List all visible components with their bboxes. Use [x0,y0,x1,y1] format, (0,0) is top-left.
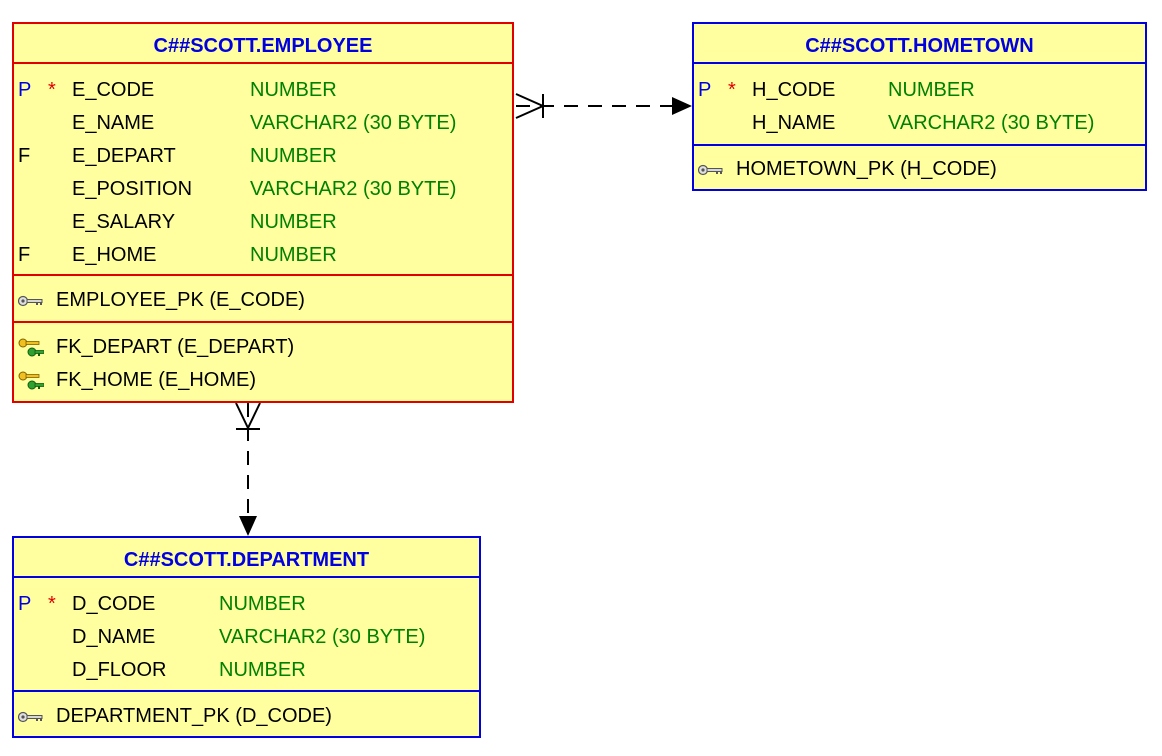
column-name: D_CODE [72,593,156,615]
column-type: VARCHAR2 (30 BYTE) [250,112,457,134]
column-row[interactable]: H_NAME VARCHAR2 (30 BYTE) [694,107,1145,140]
column-type: NUMBER [250,79,337,101]
primary-key-icon [698,164,723,176]
primary-key-label: DEPARTMENT_PK (D_CODE) [56,705,332,727]
column-name: H_NAME [752,112,836,134]
entity-department[interactable]: C##SCOTT.DEPARTMENT P * D_CODE NUMBER D_… [12,536,481,738]
columns-section: P * H_CODE NUMBER H_NAME VARCHAR2 (30 BY… [694,64,1145,146]
column-row[interactable]: D_NAME VARCHAR2 (30 BYTE) [14,621,479,654]
entity-hometown[interactable]: C##SCOTT.HOMETOWN P * H_CODE NUMBER H_NA… [692,22,1147,191]
column-row[interactable]: D_FLOOR NUMBER [14,654,479,687]
primary-key-label: EMPLOYEE_PK (E_CODE) [56,289,305,311]
primary-keys-section: DEPARTMENT_PK (D_CODE) [14,692,479,738]
relationship-employee-department [235,402,261,536]
column-row[interactable]: P * E_CODE NUMBER [14,74,512,107]
required-marker: * [48,79,56,101]
foreign-key-label: FK_HOME (E_HOME) [56,369,257,391]
primary-flag: P [18,79,32,101]
column-type: VARCHAR2 (30 BYTE) [888,112,1095,134]
column-row[interactable]: F E_HOME NUMBER [14,239,512,272]
columns-section: P * D_CODE NUMBER D_NAME VARCHAR2 (30 BY… [14,578,479,692]
primary-keys-section: HOMETOWN_PK (H_CODE) [694,146,1145,190]
column-name: E_SALARY [72,211,176,233]
column-type: NUMBER [219,659,306,681]
foreign-flag: F [18,244,31,266]
entity-employee[interactable]: C##SCOTT.EMPLOYEE P * E_CODE NUMBER E_NA… [12,22,514,403]
arrow-head-icon [239,516,257,536]
column-name: E_NAME [72,112,155,134]
foreign-flag: F [18,145,31,167]
column-name: E_CODE [72,79,155,101]
foreign-key-row[interactable]: FK_DEPART (E_DEPART) [14,331,512,364]
entity-title: C##SCOTT.DEPARTMENT [14,538,479,578]
column-row[interactable]: E_NAME VARCHAR2 (30 BYTE) [14,107,512,140]
column-type: NUMBER [888,79,975,101]
required-marker: * [728,79,736,101]
primary-key-icon [18,295,43,307]
column-type: VARCHAR2 (30 BYTE) [250,178,457,200]
primary-flag: P [698,79,712,101]
column-name: E_DEPART [72,145,176,167]
column-row[interactable]: E_POSITION VARCHAR2 (30 BYTE) [14,173,512,206]
entity-title: C##SCOTT.HOMETOWN [694,24,1145,64]
column-name: E_POSITION [72,178,193,200]
primary-key-label: HOMETOWN_PK (H_CODE) [736,158,997,180]
column-row[interactable]: F E_DEPART NUMBER [14,140,512,173]
relationship-employee-hometown [515,93,692,119]
foreign-key-label: FK_DEPART (E_DEPART) [56,336,295,358]
column-type: NUMBER [250,145,337,167]
foreign-keys-section: FK_DEPART (E_DEPART) FK_HOME (E_HOME) [14,323,512,403]
primary-key-icon [18,711,43,723]
column-name: D_NAME [72,626,156,648]
column-type: NUMBER [250,211,337,233]
primary-flag: P [18,593,32,615]
required-marker: * [48,593,56,615]
entity-title: C##SCOTT.EMPLOYEE [14,24,512,64]
column-name: H_CODE [752,79,836,101]
foreign-key-row[interactable]: FK_HOME (E_HOME) [14,364,512,397]
column-row[interactable]: E_SALARY NUMBER [14,206,512,239]
column-name: E_HOME [72,244,157,266]
primary-key-row[interactable]: DEPARTMENT_PK (D_CODE) [14,700,479,733]
foreign-key-icon [18,338,44,357]
column-name: D_FLOOR [72,659,167,681]
column-type: NUMBER [219,593,306,615]
primary-key-row[interactable]: EMPLOYEE_PK (E_CODE) [14,284,512,317]
column-row[interactable]: P * D_CODE NUMBER [14,588,479,621]
columns-section: P * E_CODE NUMBER E_NAME VARCHAR2 (30 BY… [14,64,512,276]
column-type: VARCHAR2 (30 BYTE) [219,626,426,648]
column-row[interactable]: P * H_CODE NUMBER [694,74,1145,107]
primary-key-row[interactable]: HOMETOWN_PK (H_CODE) [694,153,1145,186]
arrow-head-icon [672,97,692,115]
foreign-key-icon [18,371,44,390]
primary-keys-section: EMPLOYEE_PK (E_CODE) [14,276,512,323]
column-type: NUMBER [250,244,337,266]
